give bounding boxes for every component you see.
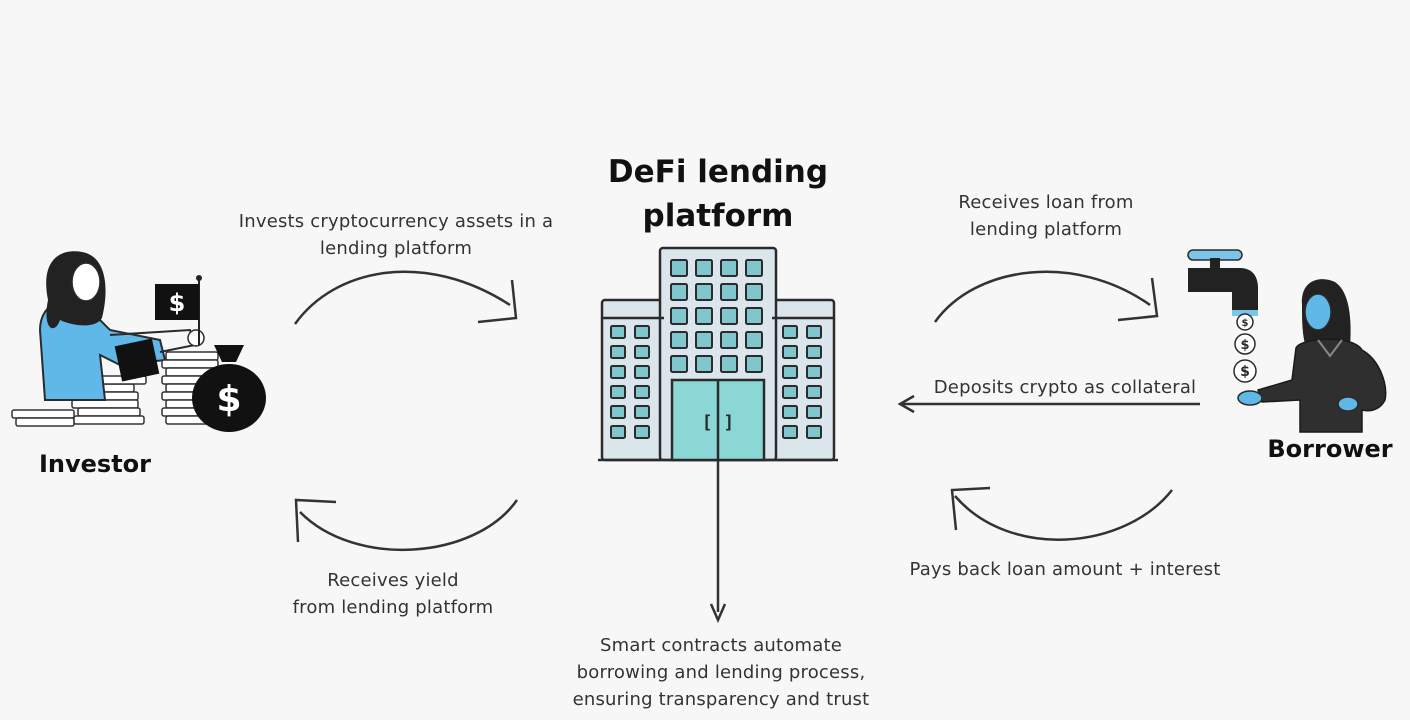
yield-arrow	[299, 499, 519, 552]
wing-window	[610, 405, 626, 419]
wing-window	[806, 365, 822, 379]
payback-arrow-head	[950, 486, 991, 531]
platform-title: DeFi lending platform	[600, 150, 836, 238]
loan-label: Receives loan from lending platform	[926, 189, 1166, 243]
wing-window	[782, 425, 798, 439]
wing-window	[610, 365, 626, 379]
wing-window	[782, 385, 798, 399]
investor-face	[71, 262, 101, 302]
wing-window	[634, 405, 650, 419]
wing-window	[806, 345, 822, 359]
invest-arrow	[293, 270, 511, 325]
yield-label-line2: from lending platform	[292, 597, 494, 618]
borrower-label: Borrower	[1267, 435, 1393, 463]
tower-window	[745, 283, 763, 301]
wing-window	[634, 365, 650, 379]
investor-illustration: $ $	[11, 251, 266, 432]
invests-label-line1: Invests cryptocurrency assets in a	[238, 211, 554, 232]
tower-window	[695, 283, 713, 301]
wing-window	[782, 325, 798, 339]
tower-window	[695, 331, 713, 349]
yield-label: Receives yield from lending platform	[262, 567, 524, 621]
tower-window	[745, 307, 763, 325]
wing-window	[782, 345, 798, 359]
tower-window	[670, 331, 688, 349]
tower-window	[720, 331, 738, 349]
door-symbol: [ ]	[702, 412, 735, 433]
smart-contract-arrow-head	[709, 603, 727, 624]
loan-arrow-head	[1117, 277, 1159, 322]
smart-contracts-line2: borrowing and lending process,	[576, 662, 866, 683]
money-bag-icon: $	[192, 345, 266, 432]
tower-window	[745, 331, 763, 349]
smart-contracts-line1: Smart contracts automate	[599, 635, 843, 656]
coin-icons: $ $ $	[1233, 313, 1257, 383]
faucet-icon	[1187, 249, 1258, 316]
wing-window	[634, 345, 650, 359]
smart-contracts-line3: ensuring transparency and trust	[572, 689, 870, 710]
yield-arrow-head	[294, 498, 337, 543]
coin-symbol-1: $	[1242, 318, 1249, 329]
payback-label: Pays back loan amount + interest	[909, 559, 1221, 580]
wing-window	[634, 425, 650, 439]
smart-contracts-label: Smart contracts automate borrowing and l…	[555, 632, 887, 713]
borrower-illustration	[1237, 279, 1387, 433]
investor-label: Investor	[38, 450, 152, 478]
building-icon: [ ]	[598, 246, 838, 462]
wing-window	[782, 365, 798, 379]
wing-window	[610, 385, 626, 399]
flag-icon: $	[155, 275, 202, 345]
tower-window	[670, 259, 688, 277]
loan-arrow	[933, 270, 1151, 323]
flag-symbol: $	[169, 289, 186, 317]
payback-arrow	[954, 489, 1173, 541]
tower-window	[720, 307, 738, 325]
wing-window	[634, 325, 650, 339]
tower-window	[720, 283, 738, 301]
yield-label-line1: Receives yield	[327, 570, 459, 591]
platform-title-line1: DeFi lending	[607, 154, 829, 190]
loan-label-line2: lending platform	[969, 219, 1123, 240]
wing-window	[610, 325, 626, 339]
tower-window	[670, 307, 688, 325]
deposits-label: Deposits crypto as collateral	[933, 377, 1197, 398]
invest-arrow-head	[477, 279, 518, 324]
invests-label: Invests cryptocurrency assets in a lendi…	[226, 208, 566, 262]
wing-window	[806, 425, 822, 439]
wing-window	[610, 345, 626, 359]
tower-window	[695, 259, 713, 277]
bag-symbol: $	[216, 379, 241, 420]
tower-window	[695, 307, 713, 325]
tower-window	[745, 259, 763, 277]
wing-window	[806, 325, 822, 339]
coin-symbol-3: $	[1240, 364, 1250, 380]
tower-window	[720, 259, 738, 277]
platform-title-line2: platform	[642, 198, 794, 234]
coin-symbol-2: $	[1240, 338, 1249, 353]
tower-window	[670, 355, 688, 373]
wing-window	[806, 385, 822, 399]
tower-window	[695, 355, 713, 373]
wing-window	[806, 405, 822, 419]
invests-label-line2: lending platform	[319, 238, 473, 259]
tower-window	[745, 355, 763, 373]
deposit-arrow-head	[897, 394, 915, 414]
loan-label-line1: Receives loan from	[958, 192, 1134, 213]
wing-windows	[610, 325, 822, 439]
tower-window	[720, 355, 738, 373]
tower-window	[670, 283, 688, 301]
wing-window	[610, 425, 626, 439]
wing-window	[634, 385, 650, 399]
tower-windows	[670, 259, 763, 373]
wing-window	[782, 405, 798, 419]
